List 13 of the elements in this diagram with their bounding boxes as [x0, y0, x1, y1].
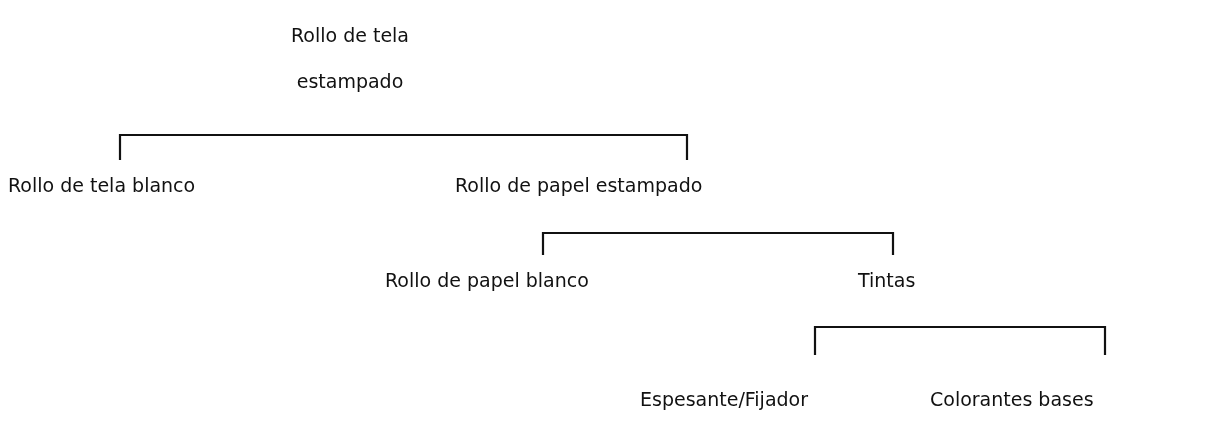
component-label: Rollo de papel blanco	[385, 269, 589, 291]
tree-connector	[541, 231, 718, 255]
component-label: Espesante/Fijador	[640, 388, 809, 410]
component-label: Rollo de tela blanco	[8, 174, 196, 196]
component-label: Rollo de tela estampado	[289, 23, 410, 94]
tree-connector	[400, 133, 689, 160]
component-label: Colorantes bases	[930, 388, 1094, 410]
tree-connector	[813, 325, 960, 355]
tree-connector	[718, 231, 895, 255]
tree-connector	[118, 133, 400, 160]
component-label: Rollo de papel estampado	[455, 174, 703, 196]
tree-connector	[960, 325, 1107, 355]
component-label: Tintas	[858, 269, 916, 291]
